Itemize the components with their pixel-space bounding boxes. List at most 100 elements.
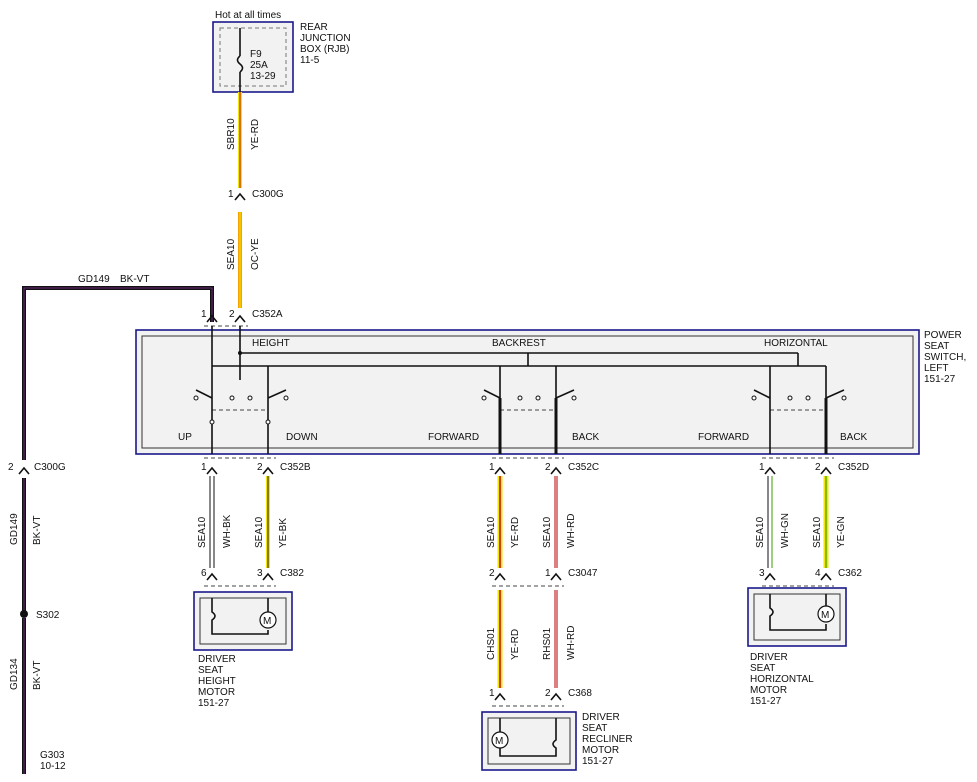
recliner-motor-inner [487, 717, 571, 765]
c352b-pin1: 1 [201, 462, 207, 473]
c352b-pin1-connector [206, 466, 218, 475]
backrest-contact-b [517, 395, 523, 401]
backrest-contact-d [571, 395, 577, 401]
c352c-pin2-connector [550, 466, 562, 475]
section-horizontal-label: HORIZONTAL [764, 338, 828, 349]
height-motor-limit [211, 598, 269, 635]
power-seat-switch-box [135, 329, 920, 455]
rjb-name-3: BOX (RJB) [300, 44, 349, 55]
recliner-motor-name-2: SEAT [582, 723, 607, 734]
position-back-1-label: BACK [572, 432, 600, 443]
horizontal-contact-b [787, 395, 793, 401]
gd149-top-color-label: BK-VT [120, 274, 149, 285]
c382-label: C382 [280, 568, 304, 579]
recliner-motor-name-1: DRIVER [582, 712, 620, 723]
c300g-left-label: C300G [34, 462, 66, 473]
splice-s302-label: S302 [36, 610, 60, 621]
gd149-wire-stripe [23, 287, 213, 460]
c352a-pin1: 1 [201, 309, 207, 320]
c352b-label: C352B [280, 462, 311, 473]
height-motor-name-5: 151-27 [198, 698, 230, 709]
c382-pin6-connector [206, 572, 218, 581]
chs01-color-label: YE-RD [510, 629, 521, 660]
hot-at-all-times-label: Hot at all times [215, 10, 281, 21]
c382-pin3-connector [262, 572, 274, 581]
hfwd-wire-circuit-label: SEA10 [755, 516, 766, 548]
horizontal-contact-d [841, 395, 847, 401]
rjb-name-2: JUNCTION [300, 33, 351, 44]
height-motor-inner [199, 597, 287, 645]
backrest-contact-c [535, 395, 541, 401]
c300g-left-pin: 2 [8, 462, 14, 473]
ground-g303-label: G303 [40, 750, 65, 761]
height-motor-symbol [259, 611, 277, 629]
down-terminal [265, 419, 271, 425]
sbr10-circuit-label: SBR10 [226, 118, 237, 150]
c3047-label: C3047 [568, 568, 598, 579]
power-seat-switch-inner [141, 335, 914, 449]
c352c-pin1-connector [494, 466, 506, 475]
back-wire-color-label: WH-RD [566, 514, 577, 548]
rjb-inner-outline [219, 27, 287, 87]
gd134-color-label: BK-VT [32, 661, 43, 690]
position-down-label: DOWN [286, 432, 318, 443]
gd134-circuit-label: GD134 [9, 658, 20, 690]
gd149-top-circuit-label: GD149 [78, 274, 110, 285]
rhs01-color-label: WH-RD [566, 626, 577, 660]
horizontal-motor-name-5: 151-27 [750, 696, 782, 707]
switch-name-4: LEFT [924, 363, 948, 374]
c352b-pin2-connector [262, 466, 274, 475]
recliner-motor-name-4: MOTOR [582, 745, 619, 756]
horizontal-fwd-blade [753, 389, 771, 399]
c352a-pin2-connector [234, 314, 246, 323]
c368-pin-1: 1 [489, 688, 495, 699]
back-wire-circuit-label: SEA10 [542, 516, 553, 548]
c300g-top-pin: 1 [228, 189, 234, 200]
down-wire-color-label: YE-BK [278, 518, 289, 548]
height-motor-name-1: DRIVER [198, 654, 236, 665]
backrest-fwd-blade [483, 389, 501, 399]
c352c-pin2: 2 [545, 462, 551, 473]
horizontal-back-blade [825, 389, 845, 399]
rjb-name-1: REAR [300, 22, 328, 33]
recliner-motor-m: M [495, 736, 503, 747]
fuse-rating: 25A [250, 60, 268, 71]
fwd-wire-color-label: YE-RD [510, 517, 521, 548]
section-height-label: HEIGHT [252, 338, 290, 349]
c352a-label: C352A [252, 309, 283, 320]
recliner-motor-name-3: RECLINER [582, 734, 633, 745]
c368-pin2-connector [550, 692, 562, 701]
up-terminal [209, 419, 215, 425]
position-up-label: UP [178, 432, 192, 443]
down-contact-a [247, 395, 253, 401]
fuse-ref: 13-29 [250, 71, 276, 82]
position-forward-1-label: FORWARD [428, 432, 479, 443]
height-motor-box [193, 591, 293, 651]
height-motor-name-3: HEIGHT [198, 676, 236, 687]
horizontal-motor-name-2: SEAT [750, 663, 775, 674]
recliner-motor-name-5: 151-27 [582, 756, 614, 767]
c352c-label: C352C [568, 462, 599, 473]
recliner-motor-limit [499, 718, 557, 757]
c352d-pin1-connector [764, 466, 776, 475]
c362-pin-3: 3 [759, 568, 765, 579]
c352a-pin1-connector [206, 314, 218, 323]
hfwd-wire-color-label: WH-GN [780, 513, 791, 548]
c352d-pin2: 2 [815, 462, 821, 473]
horizontal-contact-c [805, 395, 811, 401]
horizontal-motor-name-4: MOTOR [750, 685, 787, 696]
gd149-side-circuit-label: GD149 [9, 513, 20, 545]
c352d-pin1: 1 [759, 462, 765, 473]
c352c-pin1: 1 [489, 462, 495, 473]
c352b-pin2: 2 [257, 462, 263, 473]
rhs01-circuit-label: RHS01 [542, 627, 553, 660]
horizontal-motor-limit [769, 594, 827, 631]
switch-name-5: 151-27 [924, 374, 956, 385]
rjb-box [212, 21, 294, 93]
position-forward-2-label: FORWARD [698, 432, 749, 443]
sea10-oc-color-label: OC-YE [250, 238, 261, 270]
position-back-2-label: BACK [840, 432, 868, 443]
section-backrest-label: BACKREST [492, 338, 546, 349]
horizontal-motor-symbol [817, 605, 835, 623]
horizontal-motor-m: M [821, 610, 829, 621]
